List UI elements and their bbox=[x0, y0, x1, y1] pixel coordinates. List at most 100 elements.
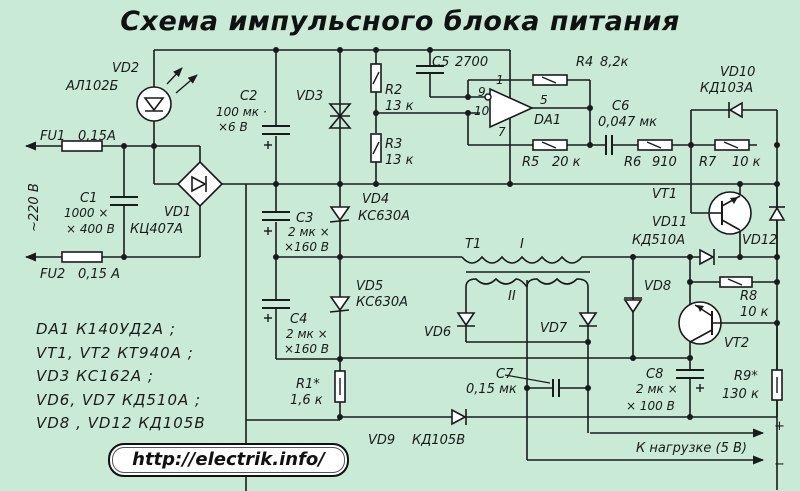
r9-label: R9* bbox=[734, 369, 758, 384]
junction-dot bbox=[373, 181, 379, 187]
zener-vd5 bbox=[329, 296, 351, 313]
vd4-label: VD4 bbox=[362, 192, 389, 207]
t1-label: T1 bbox=[465, 237, 481, 252]
c6-label: C6 bbox=[612, 99, 629, 114]
parts-list-item: VD8 , VD12 КД105В bbox=[36, 414, 206, 432]
junction-dot bbox=[465, 110, 471, 116]
vd9-part: КД105В bbox=[412, 433, 465, 448]
vd11-part: КД510А bbox=[632, 233, 685, 248]
junction-dot bbox=[630, 254, 636, 260]
resistor-r7 bbox=[714, 139, 750, 151]
load-plus: + bbox=[774, 419, 785, 434]
c1-value2: × 400 В bbox=[66, 222, 115, 236]
resistor-r4 bbox=[532, 74, 568, 86]
vd9-label: VD9 bbox=[368, 433, 395, 448]
polarity-marks bbox=[264, 141, 704, 392]
r4-label: R4 bbox=[576, 55, 593, 70]
r2-value: 13 к bbox=[385, 99, 414, 114]
junction-dot bbox=[587, 142, 593, 148]
junction-dot bbox=[373, 110, 379, 116]
parts-list-item: VD6, VD7 КД510А ; bbox=[36, 390, 202, 409]
website-url-badge: http://electrik.info/ bbox=[108, 443, 349, 477]
junction-dot bbox=[774, 279, 780, 285]
junction-dot bbox=[687, 254, 693, 260]
fu2-value: 0,15 А bbox=[78, 267, 120, 282]
c2-label: C2 bbox=[240, 89, 257, 104]
junction-dot bbox=[427, 47, 433, 53]
junction-dot bbox=[524, 385, 530, 391]
da1-pin10: 10 bbox=[474, 104, 490, 118]
vd6-label: VD6 bbox=[424, 325, 451, 340]
r7-label: R7 bbox=[699, 155, 717, 170]
da1-pin5: 5 bbox=[540, 93, 548, 107]
fu2-label: FU2 bbox=[40, 267, 65, 282]
junction-dot bbox=[585, 339, 591, 345]
junction-dot bbox=[774, 320, 780, 326]
transformer-t1 bbox=[461, 255, 592, 288]
junction-dot bbox=[737, 254, 743, 260]
junction-dot bbox=[151, 143, 157, 149]
vd1-label: VD1 bbox=[164, 205, 191, 220]
c1-label: C1 bbox=[80, 191, 97, 206]
vd4-part: КС630А bbox=[358, 209, 410, 224]
da1-pin9: 9 bbox=[478, 85, 486, 99]
vd11-label: VD11 bbox=[652, 215, 687, 230]
c3-value2: ×160 В bbox=[284, 240, 329, 254]
junction-dot bbox=[121, 143, 127, 149]
junction-dot bbox=[273, 254, 279, 260]
c4-value2: ×160 В bbox=[284, 342, 329, 356]
resistor-r3 bbox=[370, 133, 382, 163]
junction-dot bbox=[630, 355, 636, 361]
r6-value: 910 bbox=[652, 155, 677, 170]
diode-vd9 bbox=[451, 408, 467, 426]
junction-dot bbox=[337, 181, 343, 187]
junction-dot bbox=[687, 414, 693, 420]
resistor-r9 bbox=[771, 369, 783, 401]
parts-list-item: VD3 КС162А ; bbox=[36, 367, 154, 385]
junction-dot bbox=[273, 47, 279, 53]
junction-dot bbox=[273, 181, 279, 187]
vd7-label: VD7 bbox=[540, 321, 568, 336]
junction-dot bbox=[774, 254, 780, 260]
vt2-label: VT2 bbox=[724, 336, 749, 351]
junction-dot bbox=[774, 142, 780, 148]
resistor-r8 bbox=[719, 276, 753, 288]
diode-vd11 bbox=[699, 248, 715, 266]
r5-value: 20 к bbox=[552, 155, 581, 170]
junction-dot bbox=[337, 414, 343, 420]
c6-value: 0,047 мк bbox=[598, 115, 657, 130]
junction-dot bbox=[688, 142, 694, 148]
diode-vd8 bbox=[623, 297, 643, 314]
load-label: К нагрузке (5 В) bbox=[636, 441, 747, 456]
junction-dot bbox=[121, 254, 127, 260]
capacitor-c4 bbox=[262, 299, 290, 309]
load-minus: − bbox=[774, 457, 785, 472]
c5-value: 2700 bbox=[455, 55, 488, 70]
parts-list-item: DA1 К140УД2А ; bbox=[36, 320, 176, 338]
vd2-label: VD2 bbox=[112, 61, 139, 76]
transistor-vt2 bbox=[678, 301, 737, 345]
junction-dot bbox=[585, 385, 591, 391]
c2-value1: 100 мк · bbox=[216, 105, 267, 119]
vd1-part: КЦ407А bbox=[130, 222, 183, 237]
vd10-part: КД103А bbox=[700, 81, 753, 96]
c8-label: C8 bbox=[646, 367, 663, 382]
resistor-r6 bbox=[637, 139, 673, 151]
resistor-r2 bbox=[370, 63, 382, 93]
t1-winding1: I bbox=[520, 237, 524, 252]
c4-value1: 2 мк × bbox=[286, 327, 328, 341]
r2-label: R2 bbox=[385, 83, 402, 98]
capacitor-c1 bbox=[110, 196, 138, 206]
r3-label: R3 bbox=[385, 137, 402, 152]
c3-value1: 2 мк × bbox=[288, 225, 330, 239]
diagram-title: Схема импульсного блока питания bbox=[120, 6, 680, 37]
capacitor-c7 bbox=[504, 374, 560, 397]
vd8-label: VD8 bbox=[644, 279, 671, 294]
vd12-label: VD12 bbox=[742, 233, 777, 248]
r1-value: 1,6 к bbox=[290, 393, 323, 408]
diode-vd12 bbox=[768, 206, 786, 221]
junction-dot bbox=[507, 181, 513, 187]
da1-label: DA1 bbox=[534, 113, 561, 128]
diode-vd10 bbox=[728, 101, 743, 119]
r8-label: R8 bbox=[740, 289, 757, 304]
